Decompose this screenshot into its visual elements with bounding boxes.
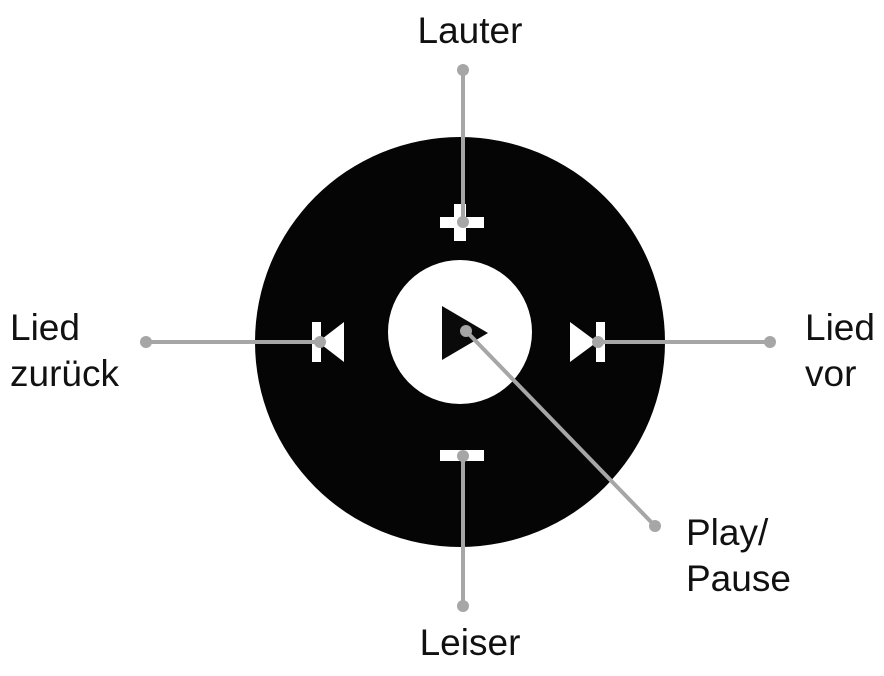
label-previous-line-1: Lied — [10, 307, 80, 348]
leader-dot-volume-down-label — [457, 600, 469, 612]
leader-dot-volume-up-label — [457, 64, 469, 76]
label-volume-up: Lauter — [0, 8, 884, 54]
leader-dot-play-pause-label — [649, 520, 661, 532]
label-next-line-2: vor — [805, 353, 857, 394]
label-volume-up-text: Lauter — [417, 10, 523, 51]
leader-dot-next-icon — [592, 336, 604, 348]
label-previous-track: Lied zurück — [10, 305, 119, 397]
label-previous-line-2: zurück — [10, 353, 119, 394]
label-volume-down: Leiser — [0, 620, 884, 666]
leader-dot-play-pause-icon — [460, 325, 472, 337]
leader-line-play-pause — [464, 329, 657, 528]
label-play-line-2: Pause — [686, 558, 791, 599]
leader-dot-previous-icon — [314, 336, 326, 348]
label-next-line-1: Lied — [805, 307, 875, 348]
leader-dot-volume-down-icon — [457, 450, 469, 462]
leader-dot-next-label — [764, 336, 776, 348]
label-play-line-1: Play/ — [686, 512, 769, 553]
label-next-track: Lied vor — [805, 305, 875, 397]
label-play-pause: Play/ Pause — [686, 510, 791, 602]
leader-dot-previous-label — [140, 336, 152, 348]
label-volume-down-text: Leiser — [419, 622, 521, 663]
leader-dot-volume-up-icon — [457, 216, 469, 228]
